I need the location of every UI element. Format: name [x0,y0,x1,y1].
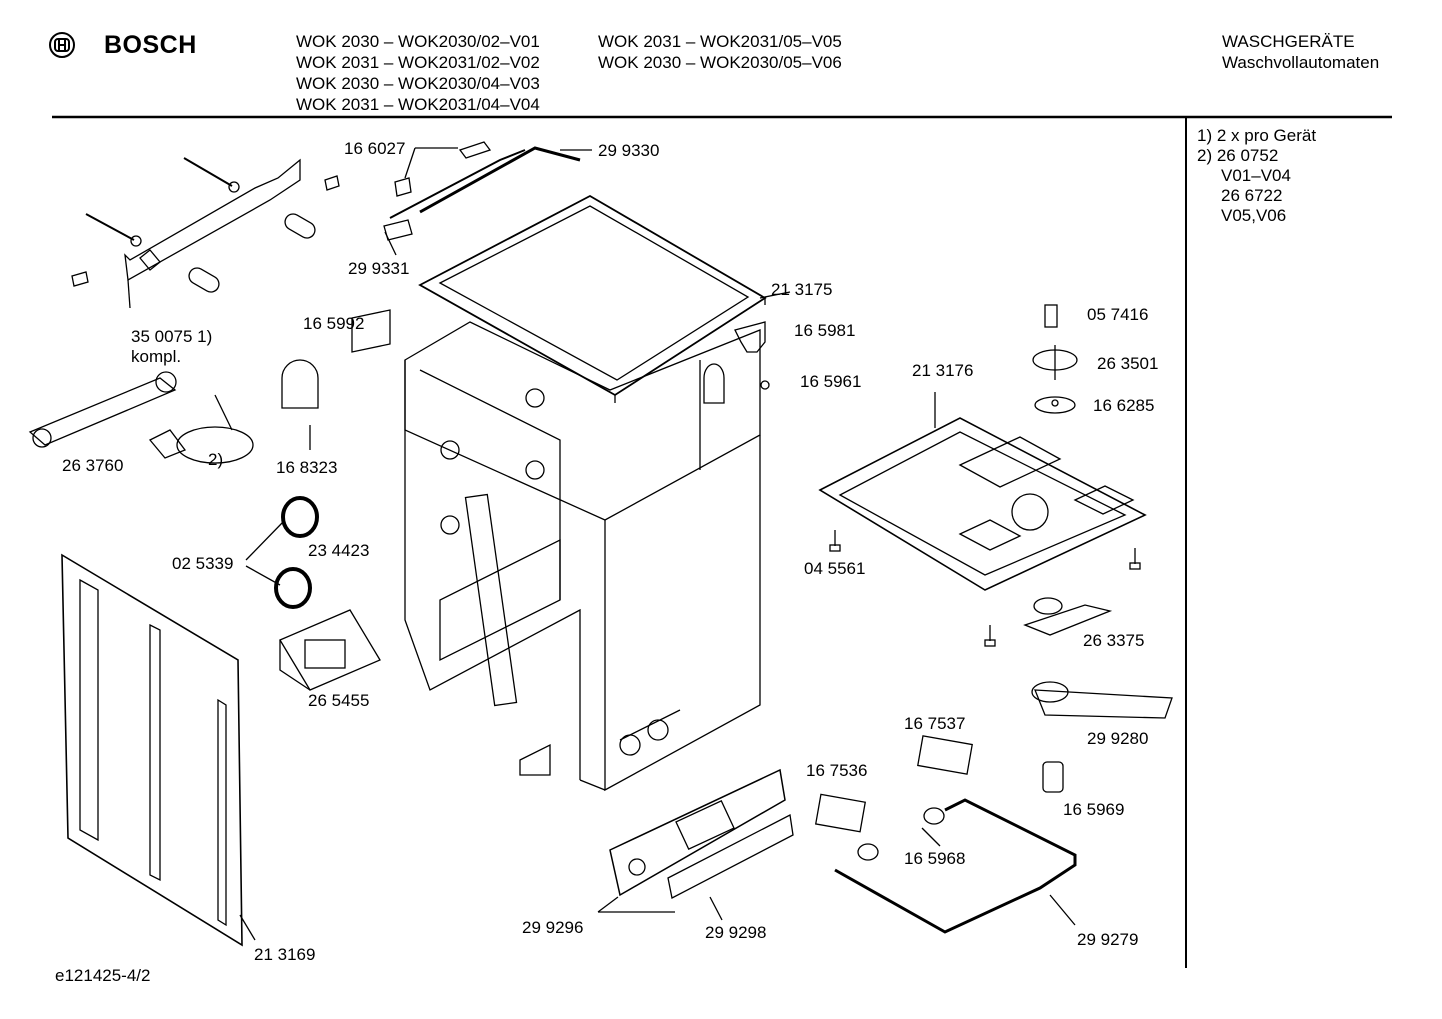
note-line: V05,V06 [1221,206,1287,225]
callout-label: 29 9296 [522,918,584,937]
callout-label: 29 9298 [705,923,767,942]
note-line: 26 6722 [1221,186,1283,205]
callout-label: 16 7537 [904,714,966,733]
bosch-logo-icon [49,32,75,58]
callout-label: 21 3175 [771,280,833,299]
model-entry: WOK 2031 – WOK2031/05–V05 [598,32,842,51]
model-list-right: WOK 2031 – WOK2031/05–V05 WOK 2030 – WOK… [598,31,842,73]
category-label: WASCHGERÄTE Waschvollautomaten [1222,31,1379,73]
callout-label: 02 5339 [172,554,234,573]
callout-label: 16 5969 [1063,800,1125,819]
callout-label: 35 0075 1) [131,327,213,346]
relay-block [279,609,381,691]
callout-label: 2) [208,450,224,469]
callout-label: 16 8323 [276,458,338,477]
valve-parts [734,321,1173,793]
callout-label: 26 3760 [62,456,124,475]
note-line: 1) 2 x pro Gerät [1197,126,1317,145]
callout-label: 26 3501 [1097,354,1159,373]
callout-label: 21 3176 [912,361,974,380]
screws [760,380,1141,647]
model-entry: WOK 2030 – WOK2030/05–V06 [598,53,842,72]
foot-parts [1032,304,1078,414]
callout-label: 16 5961 [800,372,862,391]
model-entry: WOK 2031 – WOK2031/02–V02 [296,53,540,72]
callout-label: 29 9331 [348,259,410,278]
callout-label: 26 5455 [308,691,370,710]
clip-and-gaskets [245,309,391,609]
callout-label: 23 4423 [308,541,370,560]
callout-label: 05 7416 [1087,305,1149,324]
callout-label: 04 5561 [804,559,866,578]
note-line: 2) 26 0752 [1197,146,1279,165]
callout-label: 16 6285 [1093,396,1155,415]
callout-label: 16 5981 [794,321,856,340]
callout-label: 21 3169 [254,945,316,964]
callout-label: 29 9279 [1077,930,1139,949]
control-panel [597,768,794,921]
category-title: WASCHGERÄTE [1222,32,1355,51]
callout-label: 26 3375 [1083,631,1145,650]
mounting-bracket [71,157,340,309]
model-list-left: WOK 2030 – WOK2030/02–V01 WOK 2031 – WOK… [296,31,540,115]
top-cover [418,194,791,403]
drawing-id: e121425-4/2 [55,966,151,985]
switch-parts [814,735,973,861]
callout-label: 16 5968 [904,849,966,868]
wrench-and-cable [28,371,254,464]
callout-label: 16 7536 [806,761,868,780]
callout-label: 29 9330 [598,141,660,160]
wire-harness [834,798,1077,934]
category-subtitle: Waschvollautomaten [1222,53,1380,72]
notes-panel: 1) 2 x pro Gerät 2) 26 0752 V01–V04 26 6… [1197,126,1316,226]
brand-name: BOSCH [104,31,197,59]
model-entry: WOK 2030 – WOK2030/02–V01 [296,32,540,51]
cable-clips [383,141,592,256]
base-plate [818,392,1147,591]
leader-line [1049,894,1076,926]
cabinet-frame [404,321,761,792]
callout-label: 29 9280 [1087,729,1149,748]
callout-label: 16 5992 [303,314,365,333]
callout-label: kompl. [131,347,182,366]
callout-label: 16 6027 [344,139,406,158]
note-line: V01–V04 [1221,166,1291,185]
model-entry: WOK 2031 – WOK2031/04–V04 [296,95,540,114]
side-panel [61,553,256,947]
model-entry: WOK 2030 – WOK2030/04–V03 [296,74,540,93]
